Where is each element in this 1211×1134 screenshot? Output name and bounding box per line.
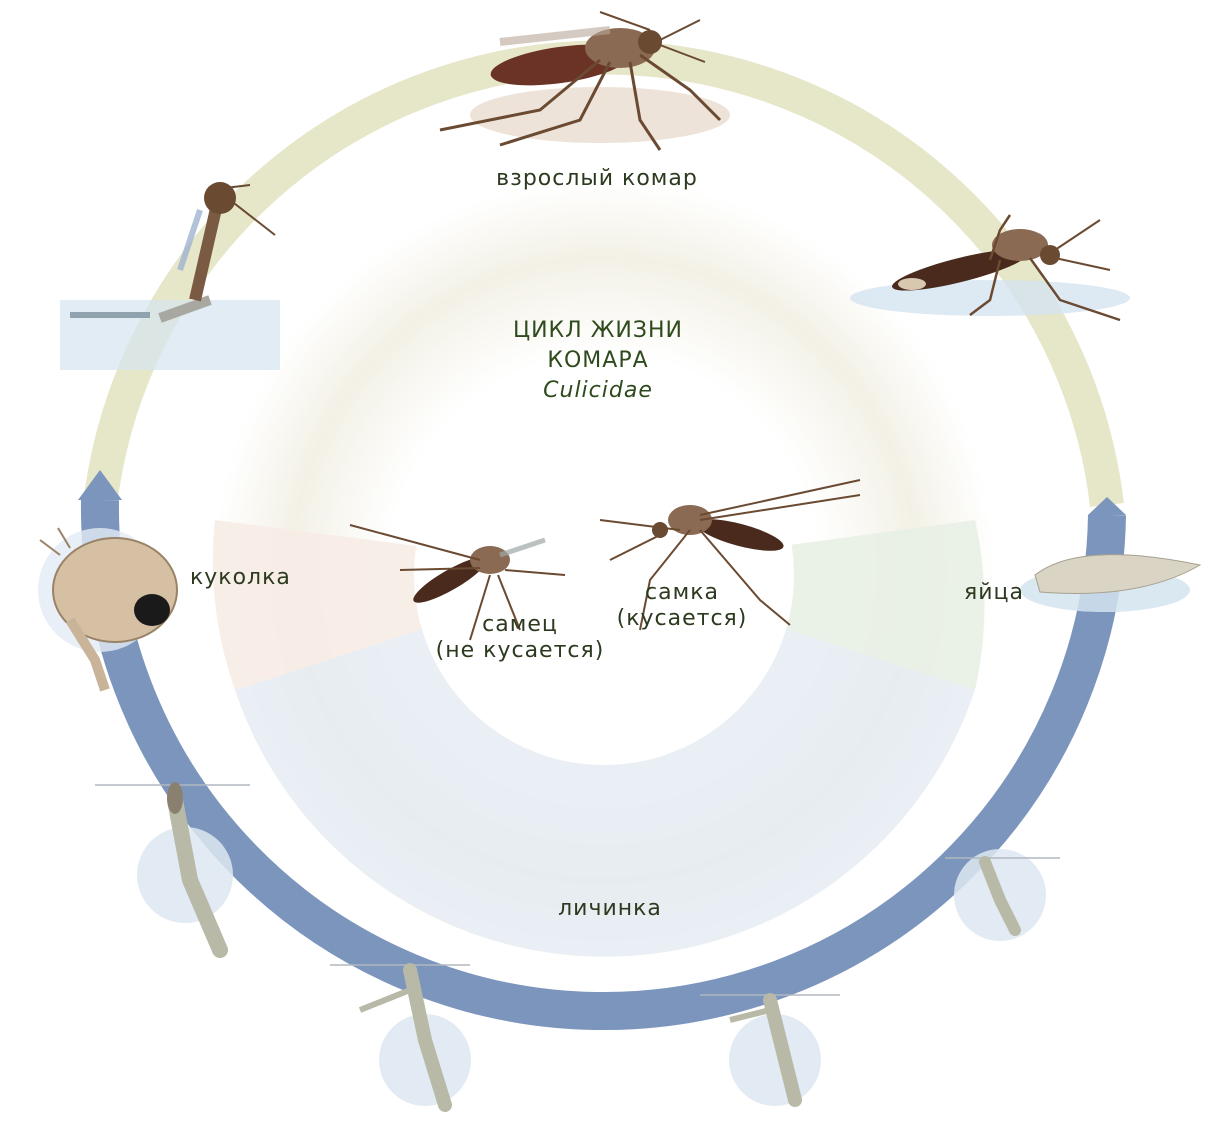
title-latin-name: Culicidae xyxy=(513,376,683,406)
stage-label-adult: взрослый комар xyxy=(496,166,698,191)
female-name: самка xyxy=(617,580,748,606)
title-line-1: ЦИКЛ ЖИЗНИ xyxy=(513,316,683,346)
stage-label-eggs: яйца xyxy=(964,580,1024,605)
stage-label-pupa: куколка xyxy=(190,565,291,590)
diagram-title: ЦИКЛ ЖИЗНИ КОМАРА Culicidae xyxy=(513,316,683,406)
male-note: (не кусается) xyxy=(436,638,605,664)
male-name: самец xyxy=(436,612,605,638)
egg-raft-icon xyxy=(1020,555,1200,612)
female-caption: самка (кусается) xyxy=(617,580,748,632)
female-note: (кусается) xyxy=(617,606,748,632)
stage-label-larva: личинка xyxy=(558,896,662,921)
title-line-2: КОМАРА xyxy=(513,346,683,376)
habitat-label: водоем xyxy=(564,1068,655,1093)
male-caption: самец (не кусается) xyxy=(436,612,605,664)
larva-icon xyxy=(95,782,250,950)
